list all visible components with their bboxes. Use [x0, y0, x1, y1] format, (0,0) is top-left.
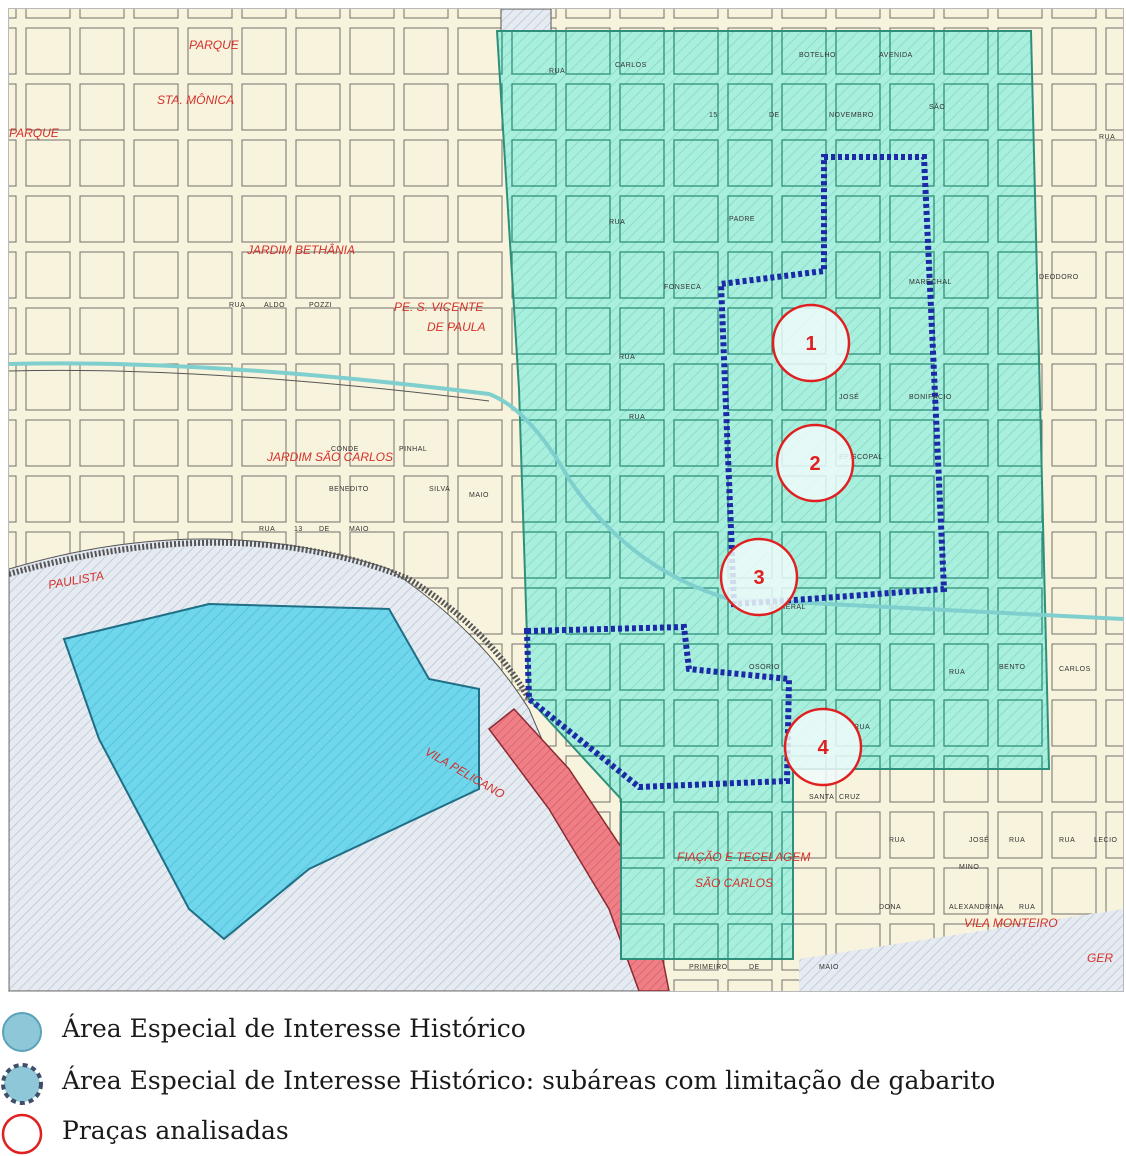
square-marker-1[interactable]: 1: [771, 303, 851, 383]
place-label: GER: [1087, 951, 1113, 965]
marker-number: 2: [809, 453, 820, 475]
street-label: RUA: [1059, 837, 1075, 844]
street-label: PADRE: [729, 216, 755, 223]
street-label: GENERAL: [769, 604, 806, 611]
marker-ring: [719, 537, 799, 617]
place-label: JARDIM SÃO CARLOS: [266, 450, 393, 464]
street-label: 13: [294, 526, 303, 533]
square-marker-3[interactable]: 3: [719, 537, 799, 617]
place-label: DE PAULA: [427, 320, 485, 334]
street-label: RUA: [259, 526, 275, 533]
place-label: SÃO CARLOS: [695, 876, 773, 890]
street-label: SANTA: [809, 794, 834, 801]
river-line: [9, 361, 1123, 621]
street-label: BONIFÁCIO: [909, 392, 952, 401]
street-label: CONDE: [331, 446, 359, 453]
marker-number: 3: [753, 567, 764, 589]
street-label: SILVA: [429, 486, 450, 493]
street-label: CARLOS: [615, 62, 647, 69]
street-label: MINO: [959, 864, 979, 871]
street-label: RUA: [889, 837, 905, 844]
street-label: AVENIDA: [879, 52, 913, 59]
red-ring-icon: [1, 1113, 43, 1155]
street-label: RUA: [854, 724, 870, 731]
street-label: POZZI: [309, 302, 332, 309]
street-label: RUA: [949, 669, 965, 676]
street-label: PINHAL: [399, 446, 427, 453]
legend-label: Praças analisadas: [62, 1116, 289, 1145]
street-label: RUA: [609, 219, 625, 226]
marker-number: 4: [817, 737, 829, 759]
street-label: RUA: [229, 302, 245, 309]
grey-hatched-zone-right: [799, 909, 1123, 991]
filled-circle-icon: [2, 1012, 42, 1052]
square-marker-4[interactable]: 4: [783, 707, 863, 787]
street-label: JOSÉ: [839, 392, 859, 401]
place-label: STA. MÔNICA: [157, 92, 234, 107]
street-label: CARLOS: [1059, 666, 1091, 673]
place-label: FIAÇÃO E TECELAGEM: [677, 850, 810, 864]
marker-ring: [775, 423, 855, 503]
street-label: MAIO: [349, 526, 369, 533]
analysed-squares: 1 2 3 4: [719, 303, 863, 787]
river-bank: [9, 369, 490, 402]
dashed-circle-icon: [1, 1063, 43, 1105]
street-label: DE: [769, 112, 780, 119]
street-label: EPISCOPAL: [839, 454, 883, 461]
street-label: CRUZ: [839, 794, 861, 801]
street-label: BOTELHO: [799, 52, 836, 59]
place-label: PARQUE: [9, 126, 60, 140]
legend-label: Área Especial de Interesse Histórico: su…: [62, 1066, 996, 1095]
street-label: FONSECA: [664, 284, 701, 291]
street-label: JOSÉ: [969, 835, 989, 844]
marker-ring: [771, 303, 851, 383]
subarea-border-north: [717, 154, 948, 608]
square-marker-2[interactable]: 2: [775, 423, 855, 503]
street-label: RUA: [1019, 904, 1035, 911]
street-label: RUA: [629, 414, 645, 421]
street-label: PRIMEIRO: [689, 964, 728, 971]
street-label: MARECHAL: [909, 279, 952, 286]
marker-number: 1: [805, 333, 816, 355]
legend-item-subareas: Área Especial de Interesse Histórico: su…: [0, 1062, 1126, 1105]
street-label: ALDO: [264, 302, 285, 309]
city-map[interactable]: PARQUE STA. MÔNICA PARQUE JARDIM BETHÂNIA PE…: [9, 9, 1123, 991]
legend-item-historic-area: Área Especial de Interesse Histórico: [0, 1010, 1126, 1052]
street-label: RUA: [1009, 837, 1025, 844]
railway-special-area: [62, 602, 480, 941]
street-label: NOVEMBRO: [829, 112, 874, 119]
legend-label: Área Especial de Interesse Histórico: [62, 1014, 526, 1043]
place-label: PARQUE: [189, 38, 240, 52]
street-label: BENTO: [999, 664, 1026, 671]
street-label: MAIO: [819, 964, 839, 971]
street-label: RUA: [619, 354, 635, 361]
place-label: JARDIM BETHÂNIA: [246, 242, 355, 257]
street-label: DEODORO: [1039, 274, 1079, 281]
street-label: SÃO: [929, 102, 945, 111]
street-label: MAIO: [469, 492, 489, 499]
place-label: VILA MONTEIRO: [964, 916, 1058, 930]
street-label: OSÓRIO: [749, 662, 780, 671]
street-label: ALEXANDRINA: [949, 904, 1004, 911]
place-label: PE. S. VICENTE: [394, 300, 484, 314]
street-label: LECIO: [1094, 837, 1118, 844]
street-label: RUA: [549, 68, 565, 75]
map-frame[interactable]: PARQUE STA. MÔNICA PARQUE JARDIM BETHÂNIA PE…: [8, 8, 1124, 992]
legend-item-squares: Praças analisadas: [0, 1112, 1126, 1155]
street-label: DE: [319, 526, 330, 533]
street-label: BENEDITO: [329, 486, 369, 493]
street-label: 15: [709, 112, 718, 119]
street-label: DONA: [879, 904, 901, 911]
street-label: DE: [749, 964, 760, 971]
marker-ring: [783, 707, 863, 787]
street-label: RUA: [1099, 134, 1115, 141]
